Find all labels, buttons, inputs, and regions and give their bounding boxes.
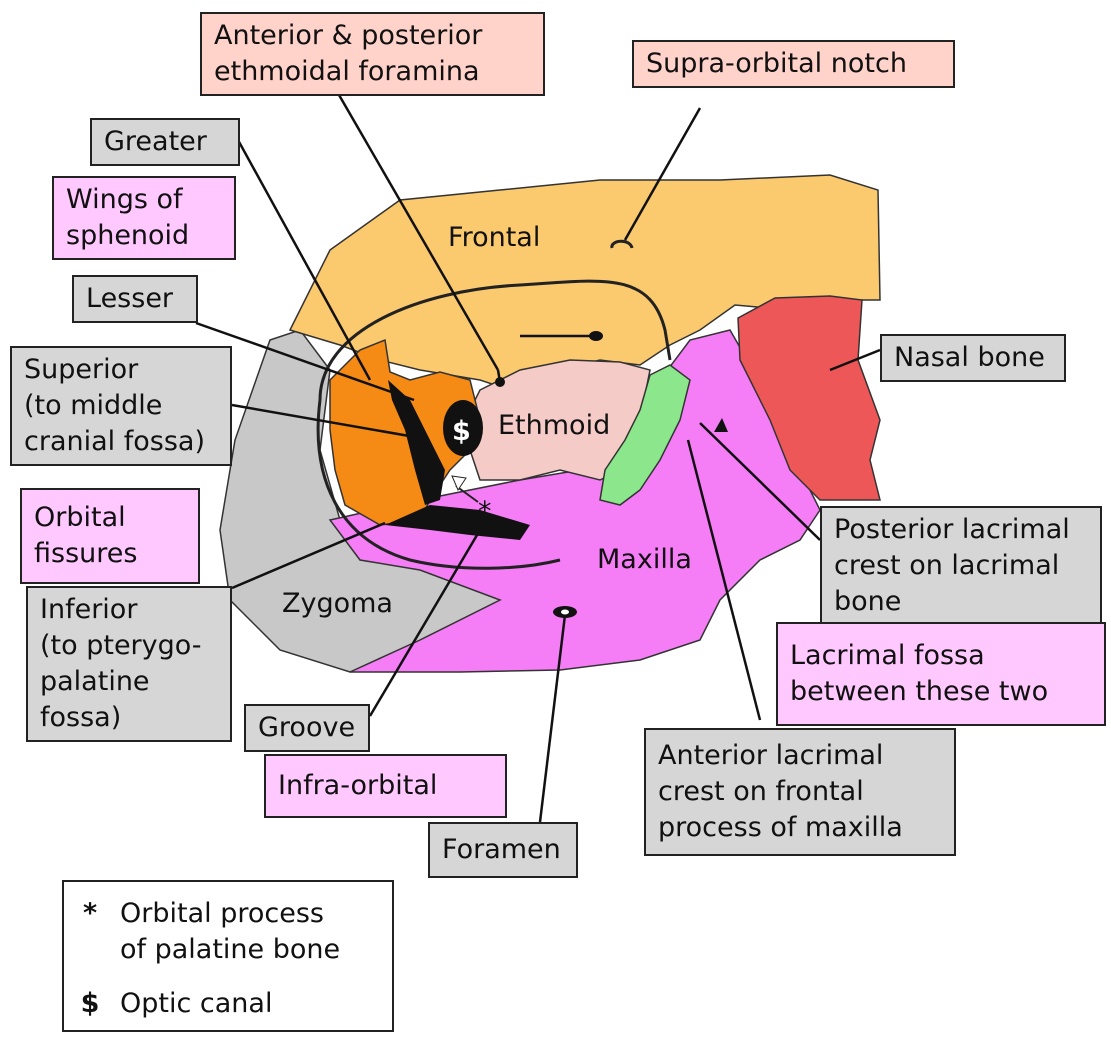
label-line: Anterior lacrimal (658, 738, 942, 774)
maxilla-label: Maxilla (597, 544, 692, 575)
label-line: (to pterygo- (40, 628, 218, 664)
posterior-lacrimal-crest-label: Posterior lacrimal crest on lacrimal bon… (820, 506, 1102, 626)
palatine-arrowhead (452, 476, 466, 490)
frontal-label: Frontal (448, 222, 540, 253)
label-line: sphenoid (66, 218, 222, 254)
legend-text: Orbital process of palatine bone (120, 896, 340, 968)
label-line: Lesser (86, 281, 184, 317)
optic-canal-symbol: $ (452, 416, 471, 447)
supraorbital-notch-label: Supra-orbital notch (632, 40, 955, 88)
label-line: (to middle (24, 388, 218, 424)
label-line: fissures (34, 536, 186, 572)
legend-box: * Orbital process of palatine bone $ Opt… (62, 880, 394, 1032)
label-line: Anterior & posterior (214, 18, 531, 54)
inferior-fissure-label: Inferior (to pterygo- palatine fossa) (26, 586, 232, 742)
palatine-star-symbol: * (78, 896, 102, 968)
label-line: bone (834, 584, 1088, 620)
label-line: Orbital (34, 500, 186, 536)
legend-item-optic-canal: $ Optic canal (78, 986, 378, 1022)
legend-item-palatine: * Orbital process of palatine bone (78, 896, 378, 968)
zygoma-label: Zygoma (282, 588, 393, 619)
label-line: Lacrimal fossa (790, 638, 1092, 674)
label-line: Posterior lacrimal (834, 512, 1088, 548)
foramen-label: Foramen (428, 822, 578, 878)
label-line: crest on lacrimal (834, 548, 1088, 584)
orbital-fissures-label: Orbital fissures (20, 488, 200, 584)
label-line: cranial fossa) (24, 424, 218, 460)
label-line: Inferior (40, 592, 218, 628)
legend-text: Optic canal (120, 986, 272, 1022)
optic-canal-dollar-symbol: $ (78, 986, 102, 1022)
lacrimal-fossa-label: Lacrimal fossa between these two (776, 622, 1106, 726)
label-line: Infra-orbital (278, 768, 493, 804)
anterior-lacrimal-crest-label: Anterior lacrimal crest on frontal proce… (644, 728, 956, 856)
label-line: Foramen (442, 832, 564, 868)
ethmoid-label: Ethmoid (498, 410, 610, 441)
label-line: between these two (790, 674, 1092, 710)
label-line: palatine (40, 664, 218, 700)
infraorbital-label: Infra-orbital (264, 754, 507, 818)
ethmoidal-foramina-label: Anterior & posterior ethmoidal foramina (200, 12, 545, 96)
label-line: Orbital process (120, 896, 340, 932)
greater-wing-label: Greater (90, 118, 240, 166)
label-line: Wings of (66, 182, 222, 218)
wings-of-sphenoid-label: Wings of sphenoid (52, 176, 236, 260)
label-line: Groove (258, 710, 356, 746)
label-line: Supra-orbital notch (646, 46, 941, 82)
label-line: fossa) (40, 700, 218, 736)
superior-fissure-label: Superior (to middle cranial fossa) (10, 346, 232, 466)
label-line: crest on frontal (658, 774, 942, 810)
lesser-wing-label: Lesser (72, 275, 198, 323)
label-line: Nasal bone (894, 340, 1052, 376)
label-line: Superior (24, 352, 218, 388)
label-line: Greater (104, 124, 226, 160)
label-line: process of maxilla (658, 810, 942, 846)
label-line: of palatine bone (120, 932, 340, 968)
infraorbital-foramen-center (561, 610, 569, 615)
groove-label: Groove (244, 704, 370, 752)
label-line: Optic canal (120, 986, 272, 1022)
nasal-bone-label: Nasal bone (880, 334, 1066, 382)
anterior-ethmoidal-foramen (589, 331, 603, 341)
palatine-symbol: * (478, 496, 492, 527)
label-line: ethmoidal foramina (214, 54, 531, 90)
